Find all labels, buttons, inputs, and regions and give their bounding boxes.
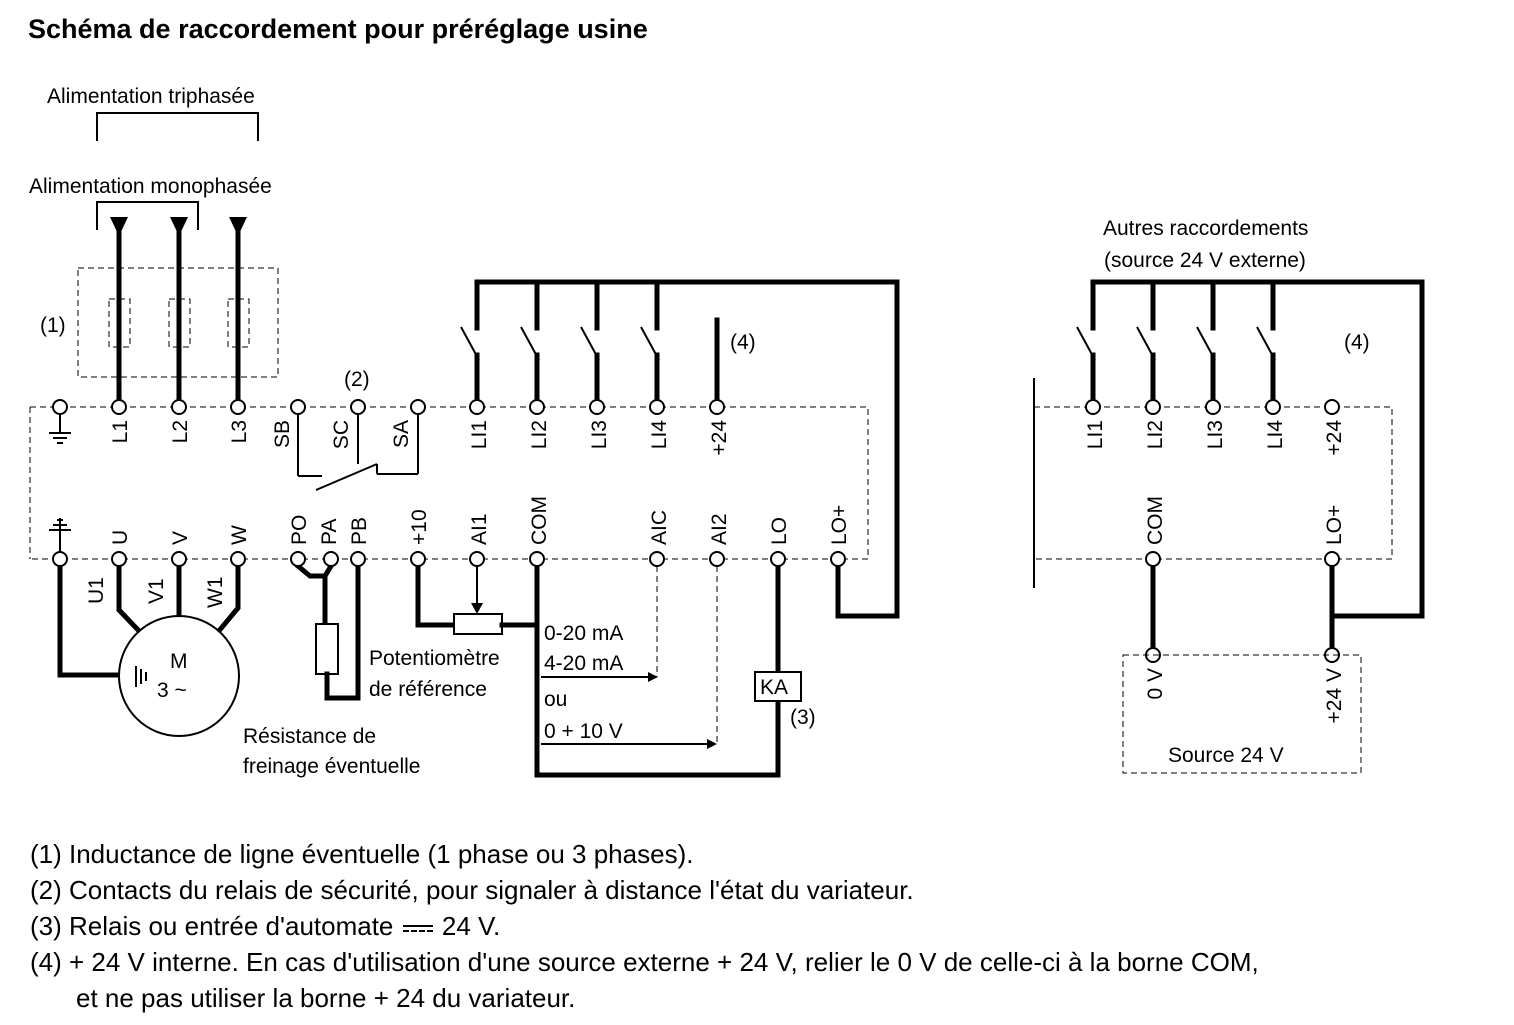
note-2: (2) Contacts du relais de sécurité, pour… (30, 875, 914, 905)
terminal-label: AI2 (708, 513, 731, 545)
potentiometer-wiring (415, 563, 781, 778)
safety-relay-contacts (297, 414, 419, 491)
terminal-label: LI1 (1084, 420, 1107, 449)
terminal-label: V (169, 531, 192, 545)
note-4-line-2: et ne pas utiliser la borne + 24 du vari… (76, 983, 576, 1013)
note-3: (3) Relais ou entrée d'automate 24 V. (30, 908, 1259, 944)
terminal-label: LI4 (648, 420, 671, 450)
note-marker-1: (1) (40, 314, 66, 337)
note-3-text: (3) Relais ou entrée d'automate (30, 911, 394, 941)
ext-logic-input-wiring (1076, 279, 1425, 651)
winding-label: V1 (145, 578, 168, 604)
note-4-line-1: (4) + 24 V interne. En cas d'utilisation… (30, 947, 1259, 977)
terminal-label: LI2 (1144, 420, 1167, 449)
bottom-terminal-circles (52, 551, 846, 567)
terminal-label: COM (528, 496, 551, 545)
three-phase-bracket (96, 112, 259, 141)
supply-arrow-icon (170, 217, 188, 236)
potentiometer-label-1: Potentiomètre (369, 647, 500, 670)
motor-phase-label: 3 ~ (157, 679, 187, 702)
line-inductance-box (77, 267, 279, 378)
terminal-label: W (228, 525, 251, 545)
diagram-title: Schéma de raccordement pour préréglage u… (28, 14, 648, 44)
terminal-label: L3 (228, 420, 251, 443)
terminal-label: L2 (169, 420, 192, 443)
motor-wiring (57, 563, 241, 678)
terminal-label: +24 (1323, 420, 1346, 456)
terminal-label: PB (348, 517, 371, 545)
resistor-icon (315, 623, 339, 675)
terminal-label: LO (768, 517, 791, 545)
source-24v-box (1122, 654, 1362, 774)
note-3-voltage: 24 V. (441, 911, 501, 941)
top-terminal-labels: L1 L2 L3 SB SC SA LI1 LI2 LI3 LI4 +24 (109, 420, 731, 456)
potentiometer-label-2: de référence (369, 678, 487, 701)
terminal-label: AI1 (468, 513, 491, 545)
terminal-label: LO+ (828, 505, 851, 545)
footnotes: (1) Inductance de ligne éventuelle (1 ph… (30, 836, 1259, 1016)
terminal-label: COM (1144, 496, 1167, 545)
terminal-label: +24 (708, 420, 731, 456)
supply-arrow-icon (110, 217, 128, 236)
brake-resistor-wiring (294, 562, 361, 701)
terminal-label: LI3 (588, 420, 611, 449)
ext-terminal-circles (1085, 399, 1340, 663)
terminal-label: LO+ (1323, 505, 1346, 545)
motor-label: M (170, 650, 188, 673)
source-plus24v-label: +24 V (1323, 668, 1346, 723)
earth-terminal-bottom (49, 518, 71, 552)
note-marker-3: (3) (790, 706, 816, 729)
range-0-10v: 0 + 10 V (544, 720, 623, 743)
terminal-label: U (109, 530, 132, 545)
wiring-diagram: Schéma de raccordement pour préréglage u… (28, 14, 1425, 778)
terminal-label: AIC (648, 510, 671, 545)
bottom-terminal-labels: U V W PO PA PB +10 AI1 COM AIC AI2 LO LO… (109, 496, 851, 545)
motor-icon (118, 615, 240, 737)
terminal-label: LI2 (528, 420, 551, 449)
three-phase-supply-label: Alimentation triphasée (47, 85, 255, 108)
brake-resistor-label-2: freinage éventuelle (243, 755, 420, 778)
note-marker-4: (4) (730, 331, 756, 354)
relay-wiring (754, 563, 802, 702)
drive-outline (30, 406, 869, 560)
single-phase-bracket (96, 201, 199, 230)
terminal-label: SB (271, 420, 294, 448)
other-connections-label: Autres raccordements (1103, 217, 1308, 240)
inductor-icons (108, 298, 250, 348)
terminal-label: L1 (109, 420, 132, 443)
relay-label: KA (760, 676, 788, 699)
supply-lines (110, 217, 247, 403)
ext-terminal-labels: LI1 LI2 LI3 LI4 +24 COM LO+ (1084, 420, 1346, 545)
winding-label: W1 (204, 577, 227, 609)
note-marker-4-ext: (4) (1344, 331, 1370, 354)
potentiometer-icon (453, 613, 503, 635)
note-1: (1) Inductance de ligne éventuelle (1 ph… (30, 839, 694, 869)
note-marker-2: (2) (344, 368, 370, 391)
analog-input-arrows (541, 566, 718, 749)
source-0v-label: 0 V (1144, 668, 1167, 700)
dc-symbol-icon (402, 923, 433, 933)
terminal-label: SA (390, 420, 413, 448)
or-label: ou (544, 688, 567, 711)
terminal-label: PA (318, 519, 341, 545)
drive-outline-ext (1034, 406, 1393, 560)
supply-arrow-icon (229, 217, 247, 236)
logic-input-wiring (460, 279, 900, 619)
terminal-label: LI3 (1204, 420, 1227, 449)
top-terminal-circles (52, 399, 725, 415)
terminal-label: LI1 (468, 420, 491, 449)
external-source-label: (source 24 V externe) (1104, 249, 1306, 272)
terminal-label: LI4 (1264, 420, 1287, 450)
source-24v-label: Source 24 V (1168, 744, 1284, 767)
terminal-label: PO (288, 515, 311, 545)
terminal-label: SC (330, 420, 353, 449)
range-4-20ma: 4-20 mA (544, 652, 623, 675)
earth-terminal-top (49, 414, 71, 444)
terminal-label: +10 (408, 509, 431, 545)
brake-resistor-label-1: Résistance de (243, 725, 376, 748)
winding-label: U1 (85, 577, 108, 604)
range-0-20ma: 0-20 mA (544, 622, 623, 645)
single-phase-supply-label: Alimentation monophasée (29, 175, 272, 198)
relay-coil-icon (754, 671, 802, 702)
